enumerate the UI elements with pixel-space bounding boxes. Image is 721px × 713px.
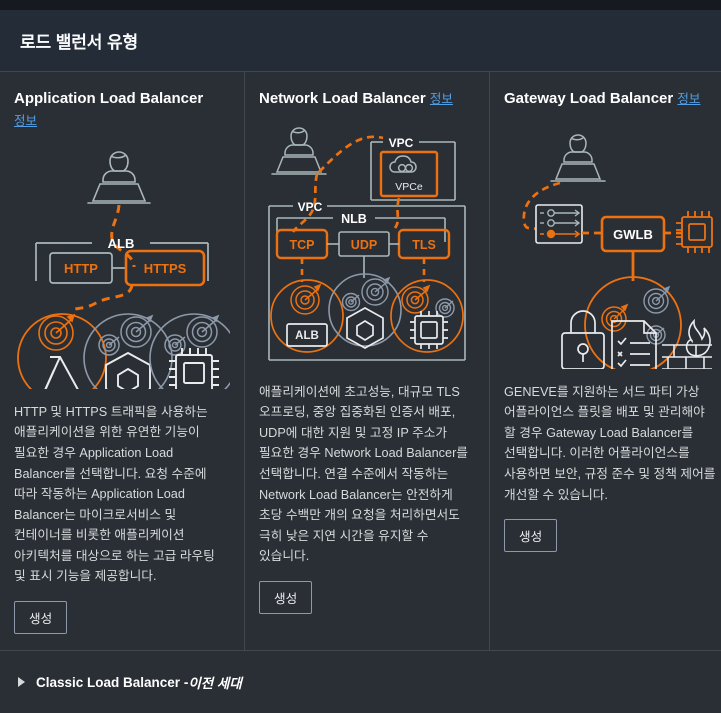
user-laptop-icon — [87, 150, 151, 204]
target-icons-ec2 — [164, 314, 220, 356]
info-link-alb[interactable]: 정보 — [14, 113, 38, 128]
alb-architecture-diagram: ALB HTTP HTTPS — [17, 150, 230, 389]
container-hexagon-glyph — [346, 306, 384, 349]
node-https-label: HTTPS — [144, 261, 187, 276]
route-rules-box — [535, 203, 583, 244]
flow-user-to-tcp — [291, 173, 319, 233]
target-group-lambda — [17, 312, 107, 389]
card-title-gwlb: Gateway Load Balancer 정보 — [504, 88, 720, 110]
ec2-chip-glyph — [410, 310, 448, 349]
firewall-icon — [662, 318, 712, 369]
page-title: 로드 밸런서 유형 — [20, 33, 139, 52]
card-title-nlb: Network Load Balancer 정보 — [259, 88, 475, 110]
flow-vpce-to-tls — [393, 197, 401, 229]
node-http-label: HTTP — [64, 261, 98, 276]
nlb-label: NLB — [341, 212, 367, 226]
card-title-text-alb: Application Load Balancer — [14, 90, 204, 107]
diagram-alb: ALB HTTP HTTPS — [14, 142, 230, 390]
lock-icon — [561, 309, 605, 369]
node-vpce — [379, 150, 439, 197]
lambda-glyph — [44, 355, 79, 389]
target-icons-container — [341, 276, 391, 311]
user-laptop-icon — [271, 126, 327, 175]
vpc-label-outer: VPC — [389, 136, 414, 150]
create-button-wrap-gwlb: 생성 — [504, 519, 720, 568]
load-balancer-type-cards: Application Load Balancer 정보 — [0, 72, 721, 650]
card-title-alb: Application Load Balancer 정보 — [14, 88, 230, 132]
target-group-container — [83, 312, 173, 389]
vpce-label: VPCe — [395, 181, 423, 193]
vpc-label-inner: VPC — [298, 200, 323, 214]
rules-row-active-icon — [540, 229, 581, 238]
diagram-gwlb: GWLB — [504, 120, 720, 370]
target-icon-ec2-gray — [435, 298, 455, 318]
diagram-nlb: VPC VPCe — [259, 120, 475, 370]
gwlb-architecture-diagram: GWLB — [522, 133, 713, 369]
vpce-cloud-icon — [389, 154, 417, 173]
card-description-alb: HTTP 및 HTTPS 트래픽을 사용하는 애플리케이션을 위한 유연한 기능… — [14, 404, 215, 584]
chevron-right-icon[interactable] — [18, 677, 25, 687]
card-title-text-nlb: Network Load Balancer — [259, 90, 426, 107]
ec2-chip-glyph — [169, 347, 219, 389]
target-icon-orange — [601, 303, 629, 332]
alb-label: ALB — [108, 236, 135, 251]
classic-load-balancer-generation: 이전 세대 — [188, 676, 242, 691]
create-button-wrap-alb: 생성 — [14, 601, 230, 650]
card-gateway-load-balancer[interactable]: Gateway Load Balancer 정보 — [489, 72, 721, 650]
flow-user-to-vpce — [318, 135, 384, 173]
ec2-chip-orange-glyph — [676, 210, 713, 253]
info-link-gwlb[interactable]: 정보 — [677, 92, 701, 106]
target-group-appliances — [584, 275, 682, 369]
flow-alb-to-target — [69, 284, 134, 312]
create-button-alb[interactable]: 생성 — [14, 601, 68, 634]
compliance-document-icon — [611, 319, 657, 369]
node-https — [124, 249, 206, 286]
card-description-nlb: 애플리케이션에 초고성능, 대규모 TLS 오프로딩, 중앙 집중화된 인증서 … — [259, 384, 468, 564]
card-description-gwlb: GENEVE를 지원하는 서드 파티 가상 어플라이언스 플릿을 배포 및 관리… — [504, 384, 716, 502]
card-application-load-balancer[interactable]: Application Load Balancer 정보 — [0, 72, 244, 650]
target-icon-gray-1 — [643, 285, 671, 314]
create-button-nlb[interactable]: 생성 — [259, 580, 313, 614]
nlb-architecture-diagram: VPC VPCe — [268, 126, 466, 361]
info-link-nlb[interactable]: 정보 — [429, 92, 453, 106]
alb-target-label: ALB — [295, 330, 319, 342]
panel-header: 로드 밸런서 유형 — [0, 10, 721, 72]
flow-user-to-alb — [110, 204, 136, 267]
node-tls-label: TLS — [412, 238, 436, 252]
top-strip — [0, 0, 721, 10]
target-group-ec2 — [149, 312, 230, 389]
node-gwlb-label: GWLB — [613, 227, 653, 242]
classic-load-balancer-label: Classic Load Balancer - — [36, 674, 189, 690]
create-button-gwlb[interactable]: 생성 — [504, 519, 558, 553]
target-icons-container — [98, 314, 154, 356]
target-icon-alb — [290, 283, 322, 315]
target-icon-lambda — [38, 313, 76, 351]
container-hexagon-glyph — [105, 351, 151, 389]
target-icon-ec2-orange — [401, 284, 431, 314]
target-group-ec2 — [390, 278, 464, 353]
target-group-alb — [270, 278, 344, 353]
rules-rows-icon — [540, 208, 581, 227]
node-udp-label: UDP — [351, 238, 377, 252]
classic-load-balancer-section[interactable]: Classic Load Balancer - 이전 세대 — [0, 650, 721, 713]
card-title-text-gwlb: Gateway Load Balancer — [504, 90, 674, 107]
card-network-load-balancer[interactable]: Network Load Balancer 정보 — [244, 72, 489, 650]
alb-target-box — [286, 322, 328, 347]
create-button-wrap-nlb: 생성 — [259, 580, 475, 630]
target-group-container — [328, 272, 402, 347]
node-tcp-label: TCP — [290, 238, 315, 252]
user-laptop-icon — [550, 133, 606, 182]
